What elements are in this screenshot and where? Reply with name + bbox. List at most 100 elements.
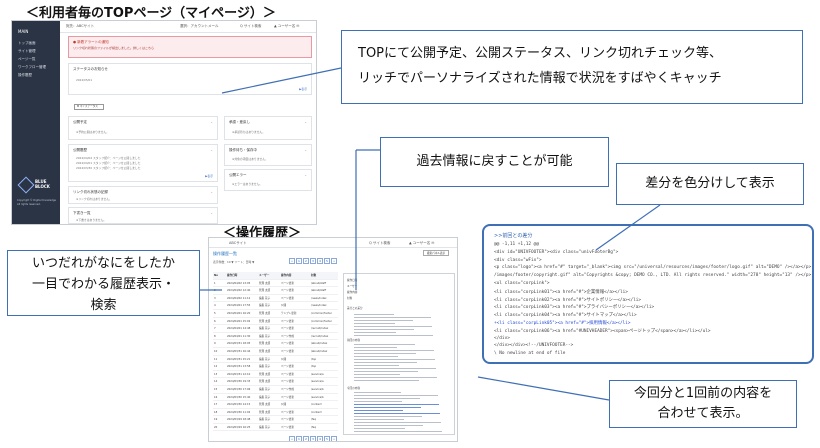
code-line <box>354 347 397 349</box>
chevron-icon[interactable]: ⌄ <box>210 211 213 215</box>
table-cell: 13 <box>214 372 218 376</box>
site-selector[interactable]: 宛先：ABCサイト <box>66 24 95 28</box>
sidebar-item-site[interactable]: サイト管理 <box>18 49 36 53</box>
callout-top-page: TOPにて公開予定、公開ステータス、リンク切れチェック等、 リッチでパーソナライ… <box>341 30 803 104</box>
column-header[interactable]: 対象 <box>311 274 317 277</box>
sidebar: MAIN トップ画面 サイト管理 ページ一覧 ワークフロー管理 操作履歴 BLU… <box>12 21 60 224</box>
status-panel-title: ステータスのお知らせ <box>73 67 108 71</box>
sidebar-item-top[interactable]: トップ画面 <box>18 41 36 45</box>
table-cell: 2024/03/31 13:58 <box>227 365 251 369</box>
table-cell: テンプレ更新 <box>281 311 297 315</box>
pager-page[interactable]: 5 <box>324 258 330 264</box>
pager-page[interactable]: 4 <box>317 436 323 441</box>
alert-banner[interactable]: ● 新着アラートの通知 リンク切れ状態のファイルが検出しました。詳しくはこちら <box>68 36 312 58</box>
pager-page[interactable]: 4 <box>317 258 323 264</box>
status-more-link[interactable]: ▶表示 <box>299 87 307 91</box>
code-line <box>354 401 402 403</box>
sidebar-item-history[interactable]: 操作履歴 <box>18 73 32 77</box>
table-cell: 2024/03/31 16:44 <box>227 349 251 353</box>
table-cell: 20 <box>214 425 218 429</box>
code-line <box>354 368 436 370</box>
code-line <box>354 413 440 415</box>
mode-selector[interactable]: 選択：アカウントメール <box>180 24 219 28</box>
user-menu[interactable]: ▲ ユーザー名 ✉ <box>409 240 435 245</box>
search-panel-button[interactable]: 検索パネル表示 <box>423 250 449 256</box>
table-cell: 2024/04/01 17:55 <box>227 304 251 308</box>
code-line <box>354 353 416 355</box>
pager-bottom: « 1 2 3 4 5 » <box>289 436 337 441</box>
pager-next[interactable]: » <box>331 436 337 441</box>
table-cell: 編集 花子 <box>259 296 271 300</box>
code-line <box>354 332 396 334</box>
chevron-icon[interactable]: ⌄ <box>304 173 307 177</box>
my-status-tag[interactable]: ▼ マイステータス <box>74 104 104 110</box>
chevron-icon[interactable]: ⌄ <box>304 120 307 124</box>
history-item[interactable]: 2024/04/01 スタッフ紹介：ページを公開しました <box>76 161 141 165</box>
pager-prev[interactable]: « <box>289 436 295 441</box>
diff-line: @@ -1,11 +1,12 @@ <box>494 242 539 247</box>
history-item[interactable]: 2024/03/30 スタッフ紹介：ページを公開しました <box>76 166 141 170</box>
pager-prev[interactable]: « <box>289 258 295 264</box>
user-menu[interactable]: ▲ ユーザー名 ✉ <box>274 24 300 28</box>
sidebar-item-workflow[interactable]: ワークフロー管理 <box>18 65 46 69</box>
chevron-icon[interactable]: ⌄ <box>210 148 213 152</box>
site-search[interactable]: Q サイト検索 <box>369 240 391 245</box>
chevron-icon[interactable]: ⌄ <box>304 148 307 152</box>
pager-page[interactable]: 5 <box>324 436 330 441</box>
sidebar-item-pages[interactable]: ページ一覧 <box>18 57 36 61</box>
callout-text: いつだれがなにをしたか <box>31 256 175 271</box>
column-header[interactable]: No <box>214 274 218 277</box>
chevron-icon[interactable]: ⌄ <box>210 120 213 124</box>
column-header[interactable]: 操作日時 <box>227 274 238 277</box>
table-cell: /service/b <box>311 395 324 399</box>
pager-page[interactable]: 1 <box>296 258 302 264</box>
history-more-link[interactable]: ▶表示 <box>205 174 213 178</box>
top-header: 宛先：ABCサイト 選択：アカウントメール Q サイト検索 ▲ ユーザー名 ✉ <box>60 21 316 33</box>
column-header[interactable]: 操作内容 <box>281 274 292 277</box>
pager-page[interactable]: 3 <box>310 436 316 441</box>
table-cell: 2024/03/31 18:05 <box>227 342 251 346</box>
pager-next[interactable]: » <box>331 258 337 264</box>
pager-page[interactable]: 1 <box>296 436 302 441</box>
diff-line: <p class="logo"><a href="#" target="_bla… <box>494 265 812 271</box>
table-cell: 編集 花子 <box>259 327 271 331</box>
chevron-icon[interactable]: ⌄ <box>210 190 213 194</box>
history-filter[interactable]: 表示件数：10 ▼ ソート：日時 ▼ <box>213 260 255 264</box>
table-cell: 管理 太郎 <box>259 342 271 346</box>
column-header[interactable]: ユーザー <box>259 274 270 277</box>
pager-page[interactable]: 2 <box>303 258 309 264</box>
link-empty: ※リンク切れはありません。 <box>76 197 112 201</box>
site-search[interactable]: Q サイト検索 <box>240 24 262 28</box>
table-cell: 管理 太郎 <box>259 349 271 353</box>
table-cell: 2024/03/30 14:15 <box>227 403 251 407</box>
pager-page[interactable]: 3 <box>310 258 316 264</box>
callout-history-search: いつだれがなにをしたか 一目でわかる履歴表示・ 検索 <box>7 250 200 316</box>
table-cell: /service/a <box>311 372 324 376</box>
code-line <box>354 350 434 352</box>
approval-title: 承認・差戻し <box>229 120 250 124</box>
diff-line: <li class="corpLink03"><a href="#">プライバシ… <box>494 305 655 311</box>
history-item[interactable]: 2024/04/02 スタッフ紹介：ページを公開しました <box>76 156 141 160</box>
pager-page[interactable]: 2 <box>303 436 309 441</box>
